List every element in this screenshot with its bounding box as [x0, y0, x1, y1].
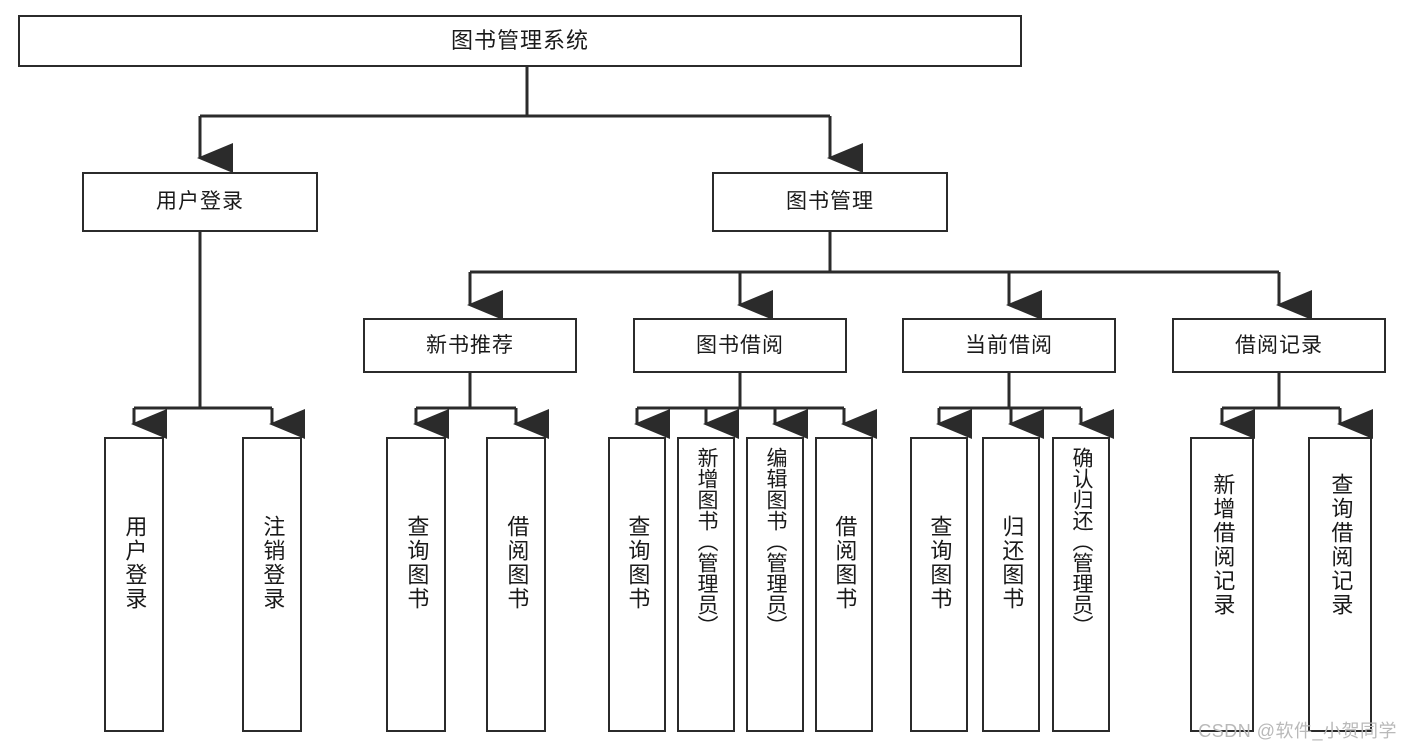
node-leaf-user-login[interactable]: 用户登录 [104, 437, 164, 732]
node-label: 查询图书 [927, 515, 953, 611]
node-leaf-add-record[interactable]: 新增借阅记录 [1190, 437, 1254, 732]
node-label: 确认归还（管理员） [1070, 447, 1094, 636]
node-leaf-query-book-3[interactable]: 查询图书 [910, 437, 968, 732]
node-current-borrow[interactable]: 当前借阅 [902, 318, 1116, 373]
node-borrow-record[interactable]: 借阅记录 [1172, 318, 1386, 373]
node-new-book-recommend[interactable]: 新书推荐 [363, 318, 577, 373]
node-label: 当前借阅 [965, 333, 1053, 357]
node-leaf-add-book[interactable]: 新增图书（管理员） [677, 437, 735, 732]
node-label: 用户登录 [156, 190, 244, 214]
node-leaf-query-record[interactable]: 查询借阅记录 [1308, 437, 1372, 732]
watermark: CSDN @软件_小贺同学 [1198, 721, 1397, 741]
node-leaf-logout[interactable]: 注销登录 [242, 437, 302, 732]
node-leaf-confirm-return[interactable]: 确认归还（管理员） [1052, 437, 1110, 732]
node-label: 注销登录 [260, 515, 286, 611]
node-label: 图书管理系统 [450, 27, 589, 53]
node-leaf-borrow-book-1[interactable]: 借阅图书 [486, 437, 546, 732]
node-label: 查询图书 [404, 515, 430, 611]
node-leaf-borrow-book-2[interactable]: 借阅图书 [815, 437, 873, 732]
node-label: 借阅图书 [504, 515, 530, 611]
node-label: 用户登录 [122, 515, 148, 611]
node-label: 查询借阅记录 [1328, 473, 1354, 617]
node-label: 新增借阅记录 [1210, 473, 1236, 617]
node-leaf-edit-book[interactable]: 编辑图书（管理员） [746, 437, 804, 732]
node-label: 编辑图书（管理员） [764, 447, 788, 636]
node-label: 图书管理 [786, 190, 874, 214]
node-label: 归还图书 [999, 515, 1025, 611]
node-book-borrow[interactable]: 图书借阅 [633, 318, 847, 373]
node-book-manage[interactable]: 图书管理 [712, 172, 948, 232]
node-label: 查询图书 [625, 515, 651, 611]
node-leaf-query-book-2[interactable]: 查询图书 [608, 437, 666, 732]
node-label: 新书推荐 [426, 333, 514, 357]
node-leaf-query-book-1[interactable]: 查询图书 [386, 437, 446, 732]
node-label: 借阅图书 [832, 515, 858, 611]
node-root[interactable]: 图书管理系统 [18, 15, 1022, 67]
node-leaf-return-book[interactable]: 归还图书 [982, 437, 1040, 732]
node-label: 新增图书（管理员） [695, 447, 719, 636]
node-label: 借阅记录 [1235, 333, 1323, 357]
node-label: 图书借阅 [696, 333, 784, 357]
node-user-login[interactable]: 用户登录 [82, 172, 318, 232]
